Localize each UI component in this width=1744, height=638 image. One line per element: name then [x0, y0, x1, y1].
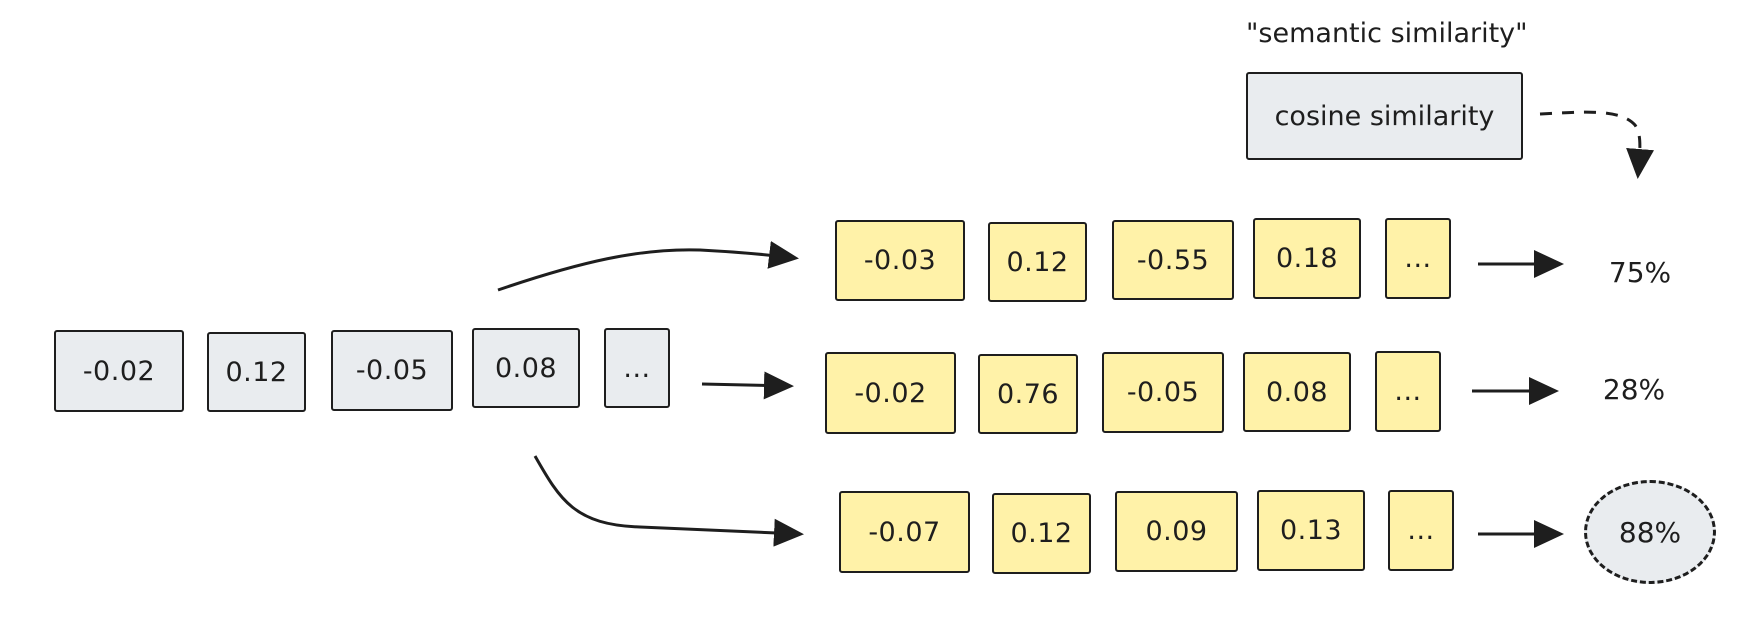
query-cell: -0.02: [54, 330, 184, 412]
document-cell: -0.55: [1112, 220, 1234, 300]
document-cell: -0.02: [825, 352, 956, 434]
top-score-highlight: 88%: [1584, 480, 1716, 584]
document-cell: -0.05: [1102, 352, 1224, 433]
similarity-score-2: 28%: [1602, 372, 1666, 406]
arrow-to-document-1: [497, 241, 799, 292]
document-cell: 0.08: [1243, 352, 1351, 432]
document-cell: ...: [1388, 490, 1454, 571]
document-cell: 0.13: [1257, 490, 1365, 571]
document-cell: 0.12: [992, 493, 1091, 574]
document-cell: 0.09: [1115, 491, 1238, 572]
query-cell: 0.08: [472, 328, 580, 408]
arrow-to-document-3: [533, 455, 804, 547]
similarity-score-1: 75%: [1608, 255, 1672, 289]
document-cell: -0.07: [839, 491, 970, 573]
document-cell: 0.76: [978, 354, 1078, 434]
document-cell: 0.12: [988, 222, 1087, 302]
cosine-similarity-box: cosine similarity: [1246, 72, 1523, 160]
document-cell: ...: [1385, 218, 1451, 299]
similarity-score-3: 88%: [1618, 515, 1682, 549]
query-cell: -0.05: [331, 330, 453, 411]
semantic-similarity-caption: "semantic similarity": [1246, 18, 1528, 49]
query-cell: ...: [604, 328, 670, 408]
document-cell: -0.03: [835, 220, 965, 301]
cosine-similarity-label: cosine similarity: [1274, 100, 1495, 132]
arrow-to-document-2: [701, 371, 794, 400]
dashed-arrow-cosine: [1539, 110, 1655, 179]
document-cell: 0.18: [1253, 218, 1361, 299]
document-cell: ...: [1375, 351, 1441, 432]
query-cell: 0.12: [207, 332, 306, 412]
